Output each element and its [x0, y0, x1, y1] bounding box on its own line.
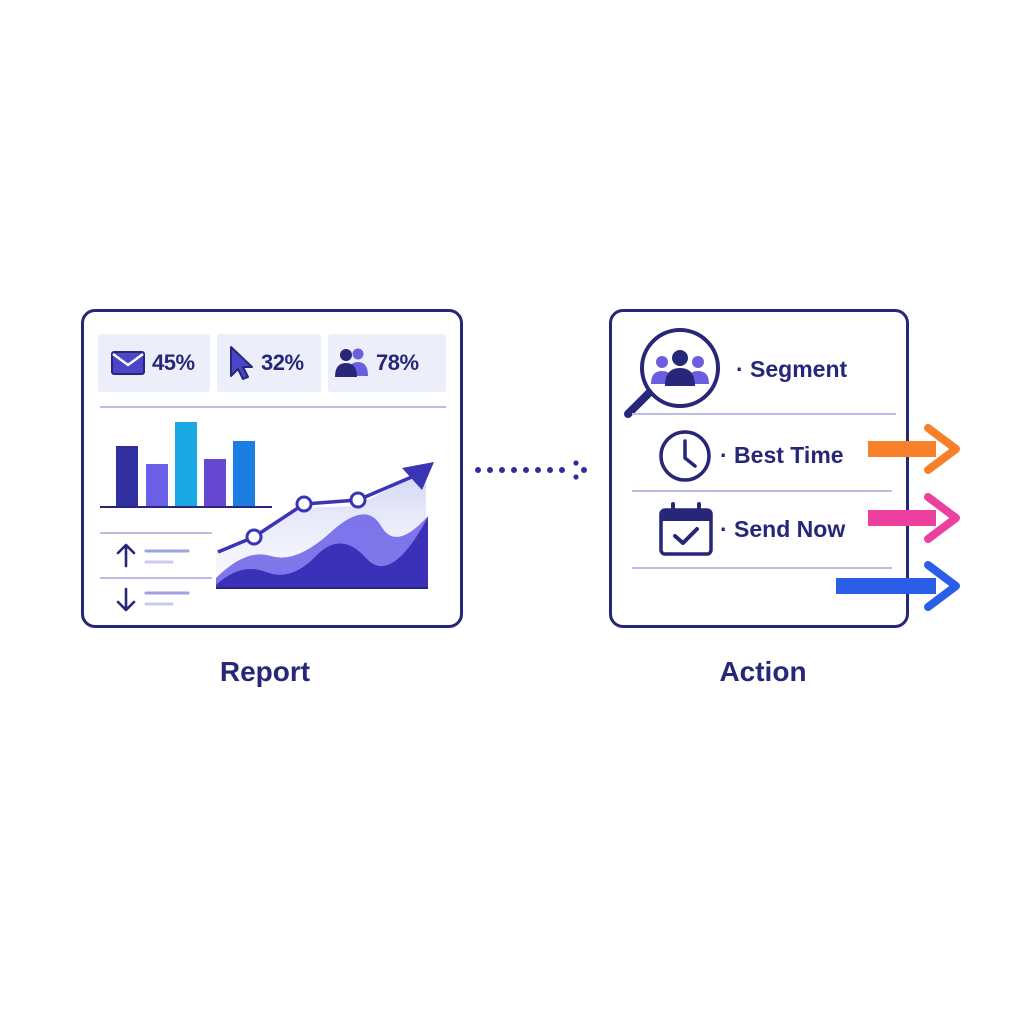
arrow-blue: [836, 561, 960, 611]
action-item-best-time: · Best Time: [720, 442, 844, 468]
action-divider-3: [632, 567, 892, 569]
bar-4: [204, 459, 226, 506]
action-divider-2: [632, 490, 892, 492]
arrow-magenta: [868, 493, 960, 543]
bar-3: [175, 422, 197, 506]
stat-tile-users: 78%: [328, 334, 446, 392]
stat-tile-clicks: 32%: [217, 334, 321, 392]
envelope-icon: [111, 351, 145, 375]
action-caption: Action: [719, 656, 807, 687]
dotted-connector-arrow: [475, 460, 587, 480]
bar-2: [146, 464, 168, 506]
calendar-check-icon: [659, 502, 713, 556]
report-panel: 45% 32% 78%: [81, 309, 463, 628]
arrow-down-icon: [116, 587, 136, 612]
list-divider-bottom: [100, 577, 212, 579]
trend-point-2: [295, 495, 313, 513]
stat-value-email: 45%: [152, 350, 195, 375]
bar-5: [233, 441, 255, 506]
report-divider: [100, 406, 446, 408]
down-row: [116, 587, 190, 612]
trend-point-3: [349, 491, 367, 509]
action-panel: · Segment · Best Time · Send Now: [609, 309, 909, 628]
stat-tile-email: 45%: [98, 334, 210, 392]
search-users-icon: [624, 328, 720, 418]
stat-value-clicks: 32%: [261, 350, 304, 375]
clock-icon: [659, 430, 711, 482]
action-divider-1: [632, 413, 896, 415]
trend-arrowhead: [402, 462, 434, 490]
arrow-orange: [868, 424, 960, 474]
report-caption: Report: [219, 656, 311, 687]
trend-point-1: [245, 528, 263, 546]
action-item-segment: · Segment: [736, 356, 848, 382]
up-row: [116, 543, 190, 568]
list-divider-top: [100, 532, 212, 534]
trend-chart: [216, 462, 434, 589]
bar-chart: [100, 422, 272, 508]
cursor-icon: [230, 346, 253, 380]
stat-value-users: 78%: [376, 350, 419, 375]
users-icon: [335, 348, 368, 377]
action-item-send-now: · Send Now: [720, 516, 846, 542]
area-series-dark: [216, 517, 428, 588]
bar-1: [116, 446, 138, 506]
arrow-up-icon: [116, 543, 136, 568]
